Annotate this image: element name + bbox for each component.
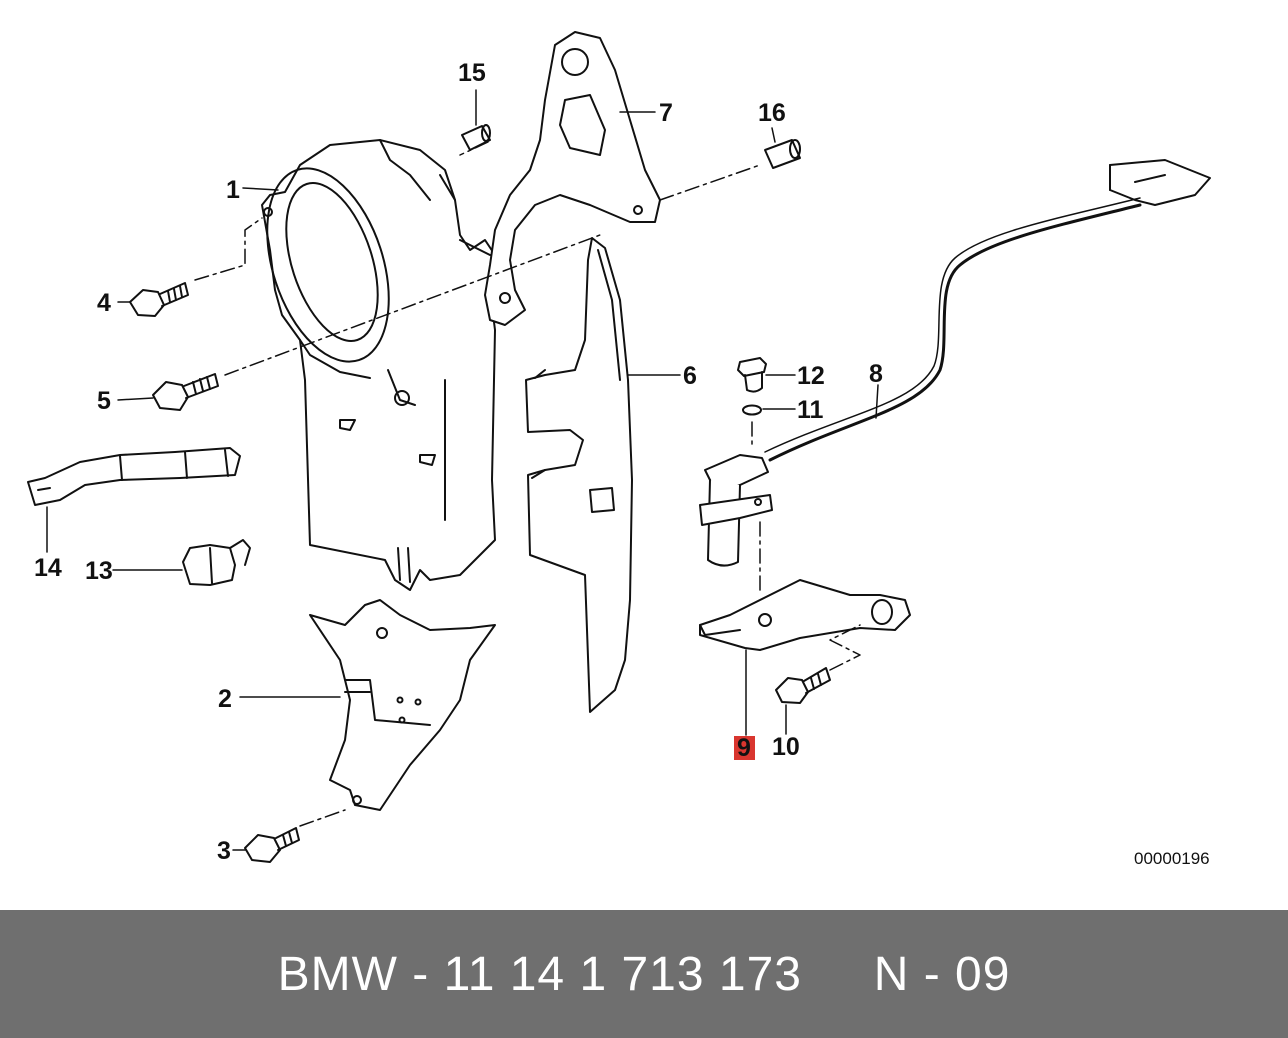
part-1-housing bbox=[261, 139, 496, 591]
part-3-screw bbox=[244, 827, 300, 863]
callout-15: 15 bbox=[458, 59, 486, 87]
callout-11: 11 bbox=[797, 396, 824, 424]
footer-separator: - bbox=[412, 947, 430, 1001]
callout-13: 13 bbox=[85, 557, 113, 585]
part-number-footer: BMW - 11 14 1 713 173 N - 09 bbox=[0, 910, 1288, 1038]
callout-2: 2 bbox=[218, 685, 232, 713]
part-15-sleeve bbox=[461, 124, 491, 151]
part-11-washer bbox=[742, 404, 762, 416]
callout-3: 3 bbox=[217, 837, 231, 865]
part-7-bracket bbox=[484, 31, 661, 326]
callout-9: 9 bbox=[737, 734, 751, 762]
part-8-sensor bbox=[699, 159, 1211, 567]
callout-12: 12 bbox=[797, 362, 825, 390]
part-10-screw bbox=[775, 667, 831, 704]
callout-16: 16 bbox=[758, 99, 786, 127]
part-2-guard bbox=[309, 599, 496, 811]
callouts: 1 2 3 4 5 6 7 8 9 10 11 12 13 14 15 16 0… bbox=[34, 59, 1210, 868]
callout-8: 8 bbox=[869, 360, 883, 388]
callout-9-highlight bbox=[734, 736, 755, 760]
sensor-mount-bracket bbox=[699, 579, 911, 651]
part-13-clip bbox=[182, 539, 251, 586]
footer-part-number: 11 14 1 713 173 bbox=[443, 947, 802, 1001]
part-5-screw bbox=[152, 373, 219, 411]
callout-7: 7 bbox=[659, 99, 673, 127]
leader-lines bbox=[46, 89, 879, 851]
part-4-screw bbox=[129, 282, 189, 317]
footer-position: N - 09 bbox=[873, 947, 1011, 1001]
callout-10: 10 bbox=[772, 733, 800, 761]
exploded-parts-diagram: 1 2 3 4 5 6 7 8 9 10 11 12 13 14 15 16 0… bbox=[27, 31, 1211, 868]
callout-14: 14 bbox=[34, 554, 62, 582]
diagram-reference-number: 00000196 bbox=[1134, 849, 1210, 868]
callout-4: 4 bbox=[97, 289, 111, 317]
part-14-guide-strip bbox=[27, 447, 241, 506]
part-6-rail bbox=[525, 237, 633, 713]
diagram-canvas: 1 2 3 4 5 6 7 8 9 10 11 12 13 14 15 16 0… bbox=[27, 31, 1211, 868]
part-12-bolt bbox=[737, 357, 767, 393]
alignment-lines bbox=[194, 141, 861, 827]
callout-6: 6 bbox=[683, 362, 697, 390]
callout-1: 1 bbox=[226, 176, 240, 204]
callout-5: 5 bbox=[97, 387, 111, 415]
footer-brand: BMW bbox=[277, 947, 398, 1001]
part-16-sleeve bbox=[764, 139, 801, 169]
